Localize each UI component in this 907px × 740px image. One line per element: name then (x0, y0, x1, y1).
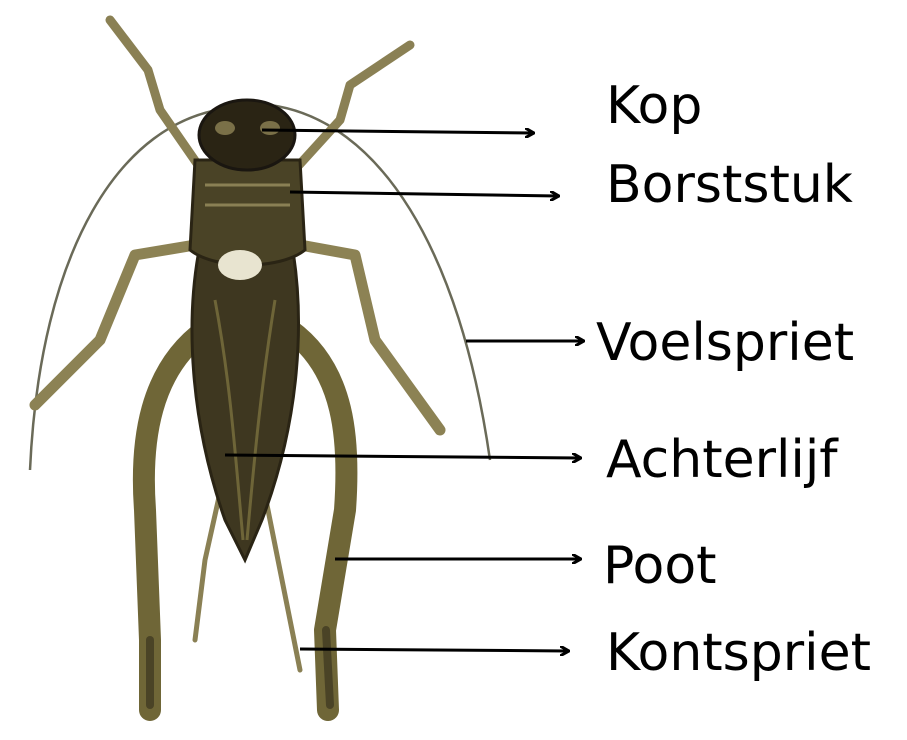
head (199, 100, 295, 170)
label-kontspriet: Kontspriet (606, 623, 871, 683)
thorax-spot (218, 250, 262, 280)
eye-left (215, 121, 235, 135)
middle-leg-right (300, 245, 440, 430)
front-leg-right (290, 45, 410, 175)
abdomen (192, 245, 298, 560)
arrow-borststuk (290, 192, 558, 196)
label-borststuk: Borststuk (606, 155, 853, 215)
arrow-kontspriet (300, 649, 568, 651)
front-leg-left (110, 20, 205, 175)
eye-right (260, 121, 280, 135)
hind-foot-right (326, 630, 330, 705)
label-voelspriet: Voelspriet (596, 313, 854, 373)
label-poot: Poot (603, 536, 717, 596)
arrow-kop (262, 130, 533, 133)
thorax (190, 160, 305, 265)
label-kop: Kop (606, 76, 702, 136)
label-achterlijf: Achterlijf (606, 430, 838, 490)
